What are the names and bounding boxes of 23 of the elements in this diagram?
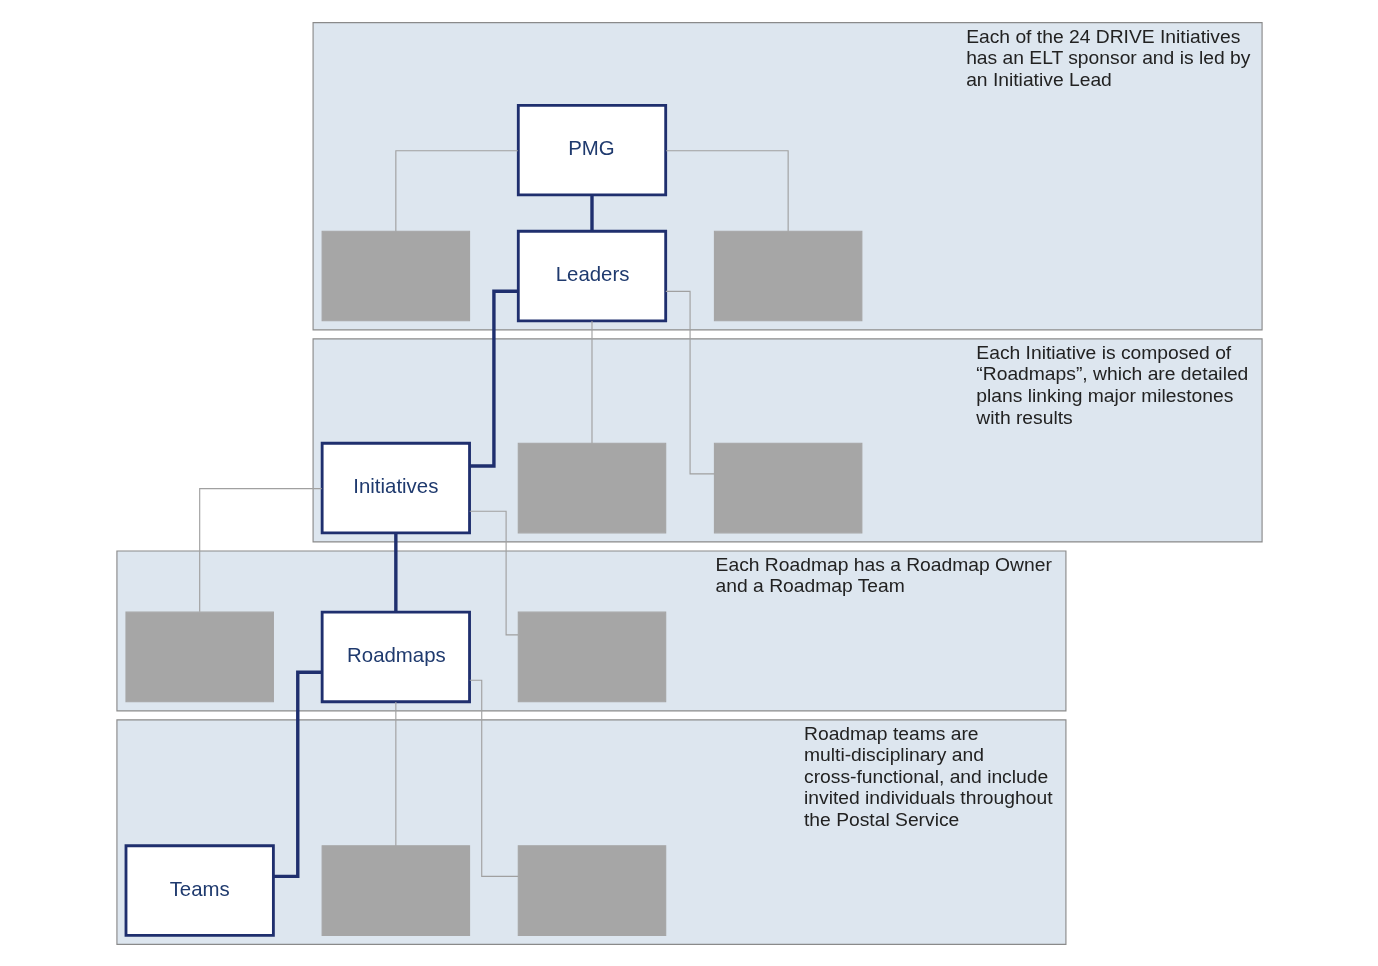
node-box (713, 230, 862, 321)
node-box: Teams (124, 843, 275, 937)
node-box (517, 442, 666, 533)
connector (664, 290, 715, 474)
node-box (321, 230, 470, 321)
connector (394, 149, 518, 232)
connector (394, 700, 396, 846)
connector (198, 487, 322, 612)
node-box: Roadmaps (320, 610, 471, 703)
connector (468, 679, 519, 877)
node-box (321, 844, 470, 936)
node-box (517, 844, 666, 936)
connector (665, 149, 789, 232)
node-box: PMG (516, 103, 667, 196)
connector (590, 319, 593, 444)
node-box (713, 442, 862, 533)
connector (468, 510, 519, 635)
connector (393, 532, 398, 612)
node-box: Leaders (516, 229, 667, 322)
connector (589, 194, 594, 231)
node-box: Initiatives (320, 441, 471, 534)
node-box (124, 611, 274, 702)
node-box (517, 611, 666, 702)
